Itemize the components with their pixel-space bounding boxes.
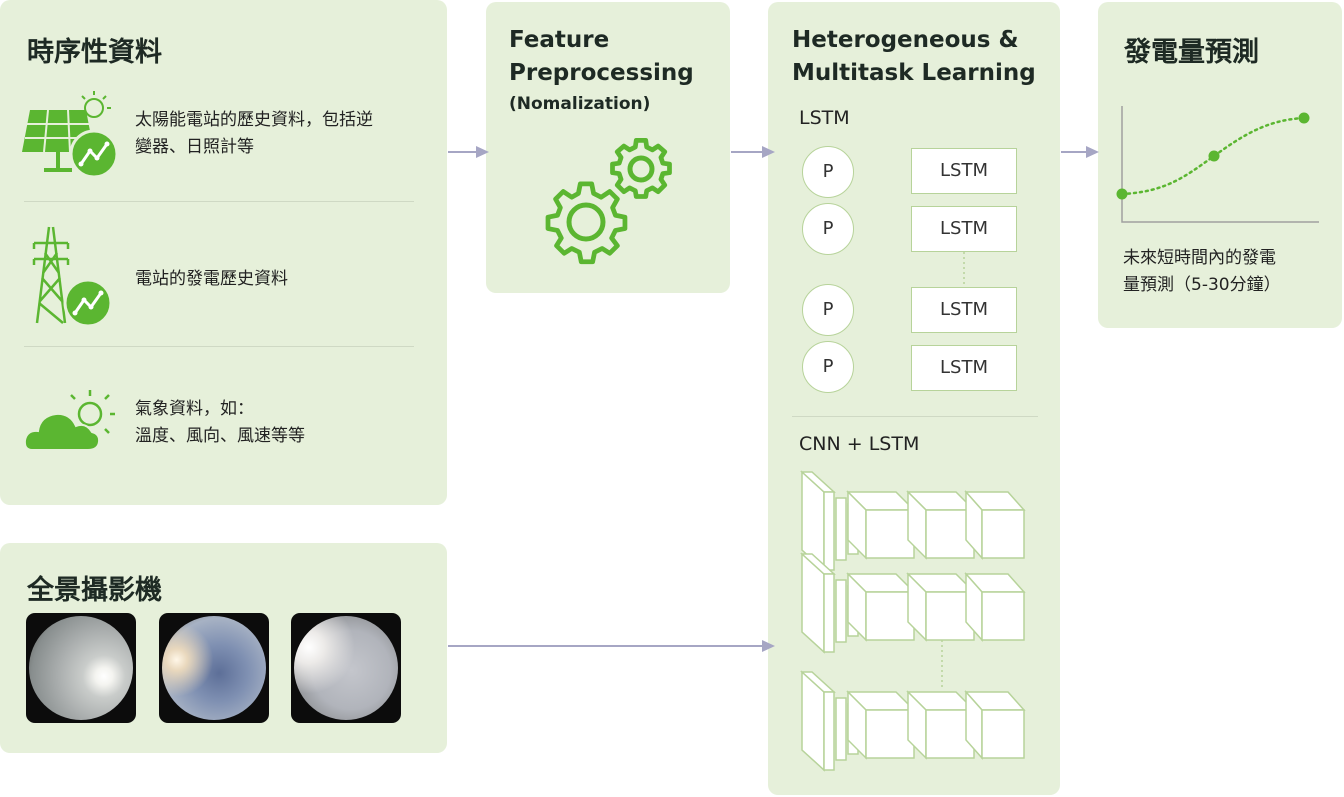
weather-text-line2: 溫度、風向、風速等等 — [135, 426, 305, 446]
panorama-title: 全景攝影機 — [27, 575, 162, 606]
cnn-lstm-label: CNN + LSTM — [799, 433, 920, 455]
forecast-desc-line2: 量預測（5-30分鐘） — [1123, 275, 1281, 295]
p-node: P — [802, 284, 854, 336]
gears-icon — [545, 138, 672, 265]
lstm-box: LSTM — [911, 345, 1017, 391]
arrow-right — [731, 146, 775, 158]
lstm-box: LSTM — [911, 206, 1017, 252]
learning-title-line2: Multitask Learning — [792, 60, 1036, 86]
sky-image-1 — [26, 613, 136, 723]
arrow-right — [448, 146, 489, 158]
separator — [792, 416, 1038, 417]
power-tower-icon — [32, 226, 113, 328]
solar-station-text-line1: 太陽能電站的歷史資料，包括逆 — [135, 110, 373, 130]
lstm-box: LSTM — [911, 148, 1017, 194]
feature-panel — [486, 2, 730, 293]
cnn-layer-stack — [801, 471, 1025, 771]
p-node: P — [802, 203, 854, 255]
forecast-title: 發電量預測 — [1124, 37, 1259, 68]
sky-image-2 — [159, 613, 269, 723]
generation-history-text: 電站的發電歷史資料 — [135, 269, 288, 289]
time-series-panel — [0, 0, 447, 505]
p-node: P — [802, 146, 854, 198]
forecast-curve-chart — [1116, 106, 1319, 223]
lstm-box: LSTM — [911, 287, 1017, 333]
sky-image-3 — [291, 613, 401, 723]
solar-panel-icon — [22, 91, 118, 179]
feature-subtitle: (Nomalization) — [509, 94, 651, 114]
dotted-connector — [963, 252, 965, 288]
p-node: P — [802, 341, 854, 393]
forecast-desc-line1: 未來短時間內的發電 — [1123, 248, 1276, 268]
lstm-section-label: LSTM — [799, 107, 850, 129]
weather-cloud-sun-icon — [24, 390, 115, 451]
solar-station-text-line2: 變器、日照計等 — [135, 137, 254, 157]
separator — [24, 346, 414, 347]
separator — [24, 201, 414, 202]
learning-panel — [768, 2, 1060, 795]
weather-text-line1: 氣象資料，如： — [135, 399, 254, 419]
learning-title-line1: Heterogeneous & — [792, 27, 1019, 53]
feature-title-line1: Feature — [509, 27, 610, 53]
arrow-right — [1061, 146, 1099, 158]
feature-title-line2: Preprocessing — [509, 60, 694, 86]
arrow-right — [448, 640, 775, 652]
forecast-panel — [1098, 2, 1342, 328]
time-series-title: 時序性資料 — [27, 37, 162, 68]
